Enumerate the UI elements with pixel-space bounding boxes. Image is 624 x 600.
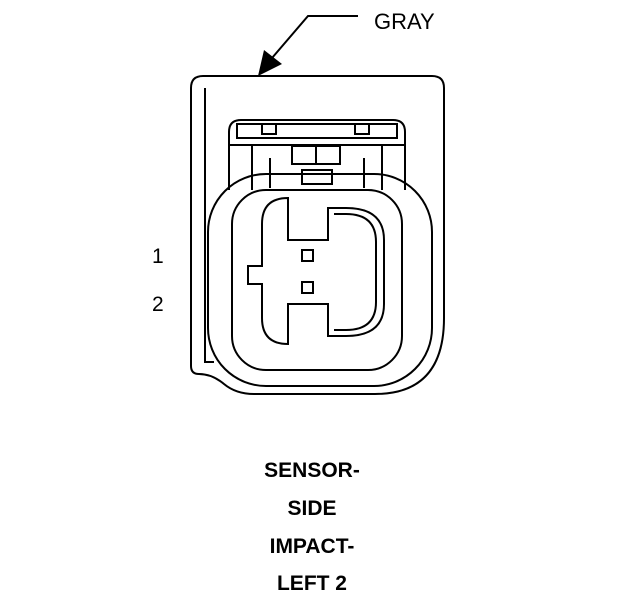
caption-line-1: SENSOR-	[264, 459, 360, 482]
pin-2-label: 2	[152, 293, 164, 316]
callout-arrowhead	[258, 50, 282, 76]
terminal-cavity	[247, 196, 385, 346]
pin-2-terminal	[301, 281, 314, 294]
latch-tab-left	[261, 123, 277, 135]
connector-housing-inner	[204, 88, 214, 363]
caption-line-3: IMPACT-	[269, 535, 355, 558]
mating-face-outer	[207, 173, 433, 387]
callout-leader-line	[271, 15, 358, 59]
color-label: GRAY	[374, 9, 435, 34]
cavity-outline	[247, 196, 385, 346]
latch-bar	[236, 123, 398, 139]
caption-line-4: LEFT 2	[276, 572, 347, 595]
cavity-inner-wall	[334, 213, 377, 331]
connector-housing-outer	[190, 75, 445, 395]
latch-tab-right	[354, 123, 370, 135]
mating-face	[207, 173, 433, 387]
latch-center-slot	[301, 169, 333, 185]
locking-latch	[228, 119, 406, 190]
caption-line-2: SIDE	[287, 497, 337, 520]
pin-1-label: 1	[152, 245, 164, 268]
color-callout: GRAY	[258, 9, 435, 76]
latch-outline	[228, 119, 406, 190]
pin-1-terminal	[301, 249, 314, 262]
mating-face-inner	[231, 189, 403, 371]
